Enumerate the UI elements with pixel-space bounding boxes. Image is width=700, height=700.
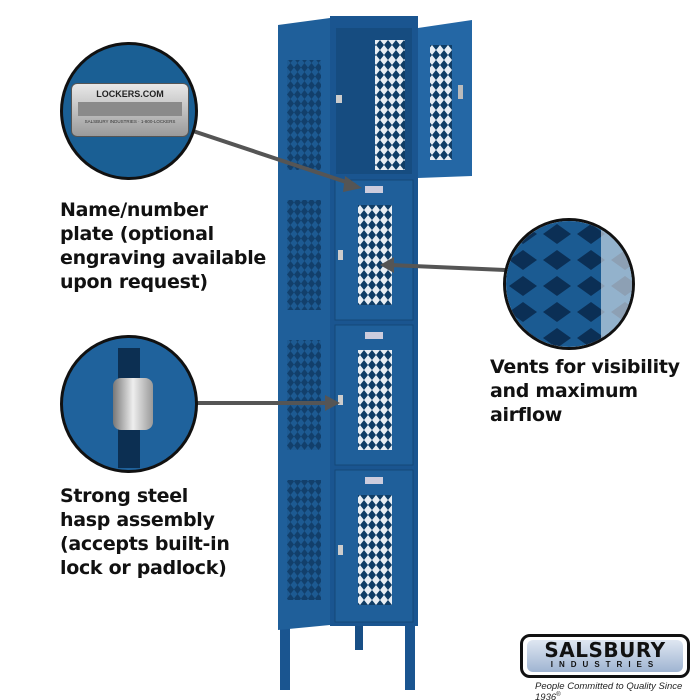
slogan: People Committed to Quality Since 1936®: [535, 681, 700, 700]
salsbury-logo: SALSBURY INDUSTRIES: [520, 634, 690, 678]
nameplate-top-text: LOCKERS.COM: [96, 89, 164, 99]
locker-legs: [280, 620, 415, 690]
locker-door-2: [334, 324, 414, 466]
logo-sub: INDUSTRIES: [550, 660, 660, 669]
hasp-callout-text: Strong steel hasp assembly (accepts buil…: [60, 485, 230, 579]
nameplate: LOCKERS.COM SALSBURY INDUSTRIES · 1-800-…: [71, 83, 189, 137]
vents-callout-text: Vents for visibility and maximum airflow: [490, 356, 680, 426]
hasp-icon: [113, 378, 153, 430]
hasp-detail-circle: [60, 335, 198, 473]
callout-lines: [189, 128, 506, 405]
slogan-text: People Committed to Quality Since 1936: [535, 681, 683, 700]
open-top-compartment: [336, 28, 412, 174]
nameplate-callout-text: Name/number plate (optional engraving av…: [60, 199, 267, 293]
locker-door-3: [334, 469, 414, 623]
nameplate-bottom-text: SALSBURY INDUSTRIES · 1-800-LOCKERS: [84, 119, 176, 124]
locker-side-panel: [278, 18, 330, 630]
registered-mark: ®: [556, 692, 561, 698]
nameplate-detail-circle: LOCKERS.COM SALSBURY INDUSTRIES · 1-800-…: [60, 42, 198, 180]
open-door: [418, 20, 472, 178]
vents-detail-circle: [503, 218, 635, 350]
locker-door-1: [334, 179, 414, 321]
number-plate: [365, 186, 383, 193]
logo-name: SALSBURY: [544, 638, 666, 662]
